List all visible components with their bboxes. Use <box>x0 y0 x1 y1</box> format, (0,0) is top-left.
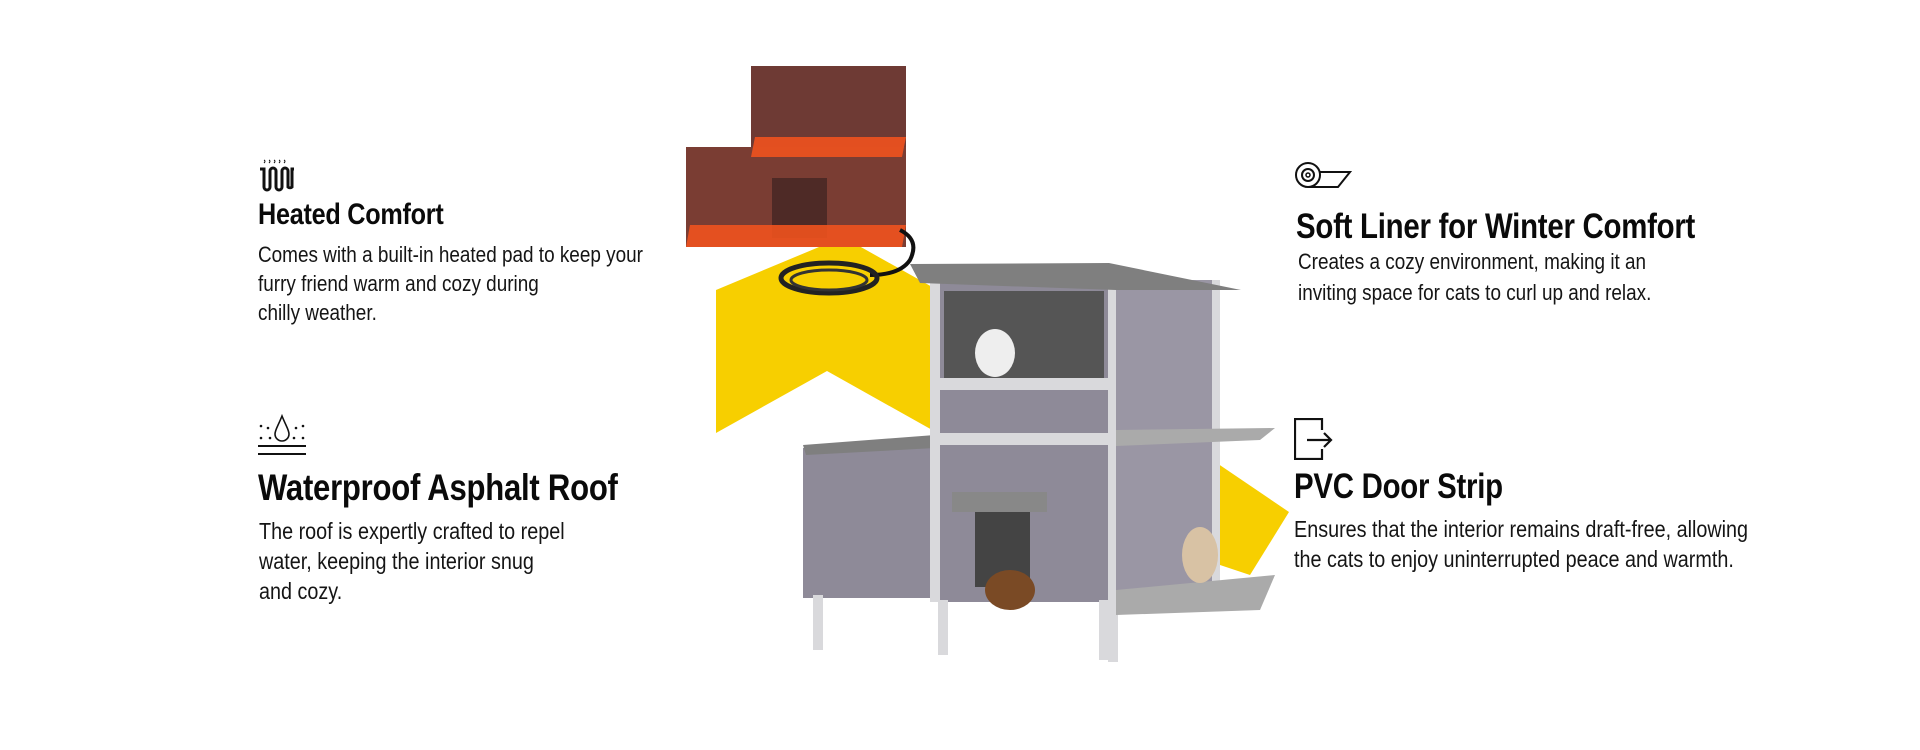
feature-description-line: the cats to enjoy uninterrupted peace an… <box>1294 546 1734 572</box>
feature-description-line: Ensures that the interior remains draft-… <box>1294 516 1749 542</box>
feature-description-line: inviting space for cats to curl up and r… <box>1298 280 1652 305</box>
feature-description-line: and cozy. <box>259 578 343 604</box>
feature-description-line: water, keeping the interior snug <box>259 548 534 574</box>
feature-title: PVC Door Strip <box>1294 467 1503 506</box>
feature-title: Heated Comfort <box>258 198 444 231</box>
yellow-accent-shape <box>1205 455 1289 575</box>
yellow-chevron-decoration <box>716 237 934 433</box>
waterproof-roof-icon <box>258 414 306 455</box>
heated-pad-image <box>686 66 916 296</box>
rolled-mat-icon <box>1295 162 1352 188</box>
feature-description-line: The roof is expertly crafted to repel <box>259 518 565 544</box>
heating-coil-icon <box>260 159 294 192</box>
feature-description-line: Comes with a built-in heated pad to keep… <box>258 242 643 267</box>
feature-title: Soft Liner for Winter Comfort <box>1296 207 1696 246</box>
door-exit-icon <box>1294 418 1333 460</box>
feature-description-line: chilly weather. <box>258 300 377 325</box>
cat-house-image <box>803 263 1275 662</box>
feature-description-line: Creates a cozy environment, making it an <box>1298 249 1647 274</box>
feature-description-line: furry friend warm and cozy during <box>258 271 539 296</box>
feature-title: Waterproof Asphalt Roof <box>258 467 618 508</box>
